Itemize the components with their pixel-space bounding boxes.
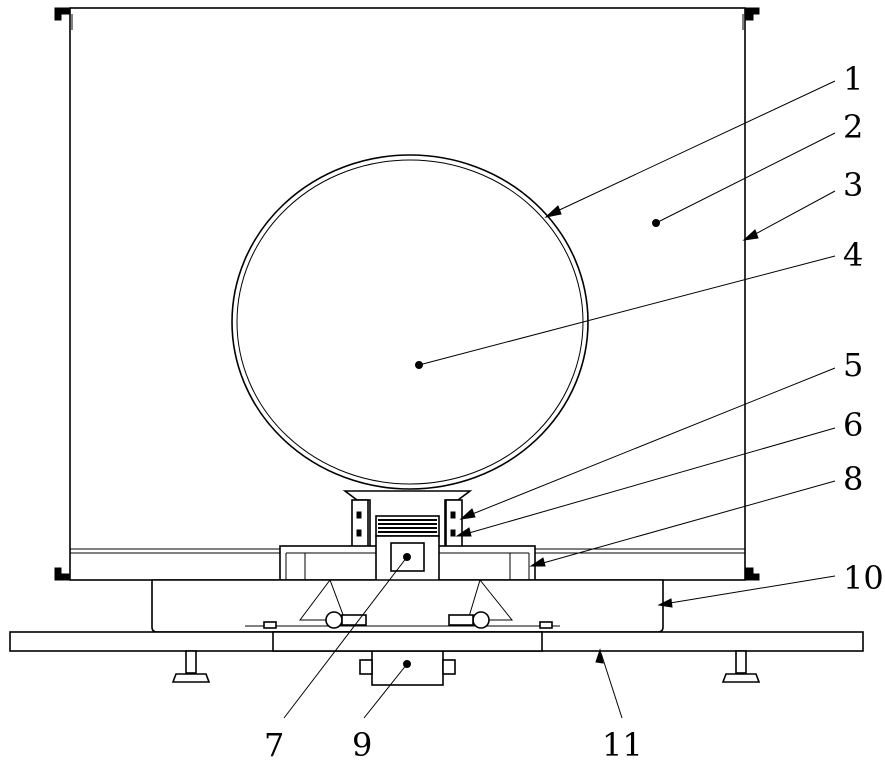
- callout-6: 6: [843, 406, 863, 444]
- callout-10: 10: [843, 559, 884, 597]
- callout-11: 11: [602, 726, 643, 761]
- leader-lines: [283, 80, 836, 719]
- callout-8: 8: [843, 460, 863, 498]
- callout-5: 5: [843, 346, 863, 384]
- callout-2: 2: [843, 108, 863, 146]
- turntable: [151, 578, 664, 633]
- callout-4: 4: [843, 236, 863, 274]
- callout-9: 9: [352, 726, 372, 761]
- sphere: [231, 154, 589, 490]
- callout-labels: 1 2 3 4 5 6 8 10 7 9 11: [264, 60, 884, 761]
- spring-pad: [375, 515, 440, 537]
- callout-1: 1: [843, 60, 863, 98]
- base-plate: [9, 631, 864, 683]
- callout-3: 3: [843, 166, 863, 204]
- callout-7: 7: [264, 726, 284, 761]
